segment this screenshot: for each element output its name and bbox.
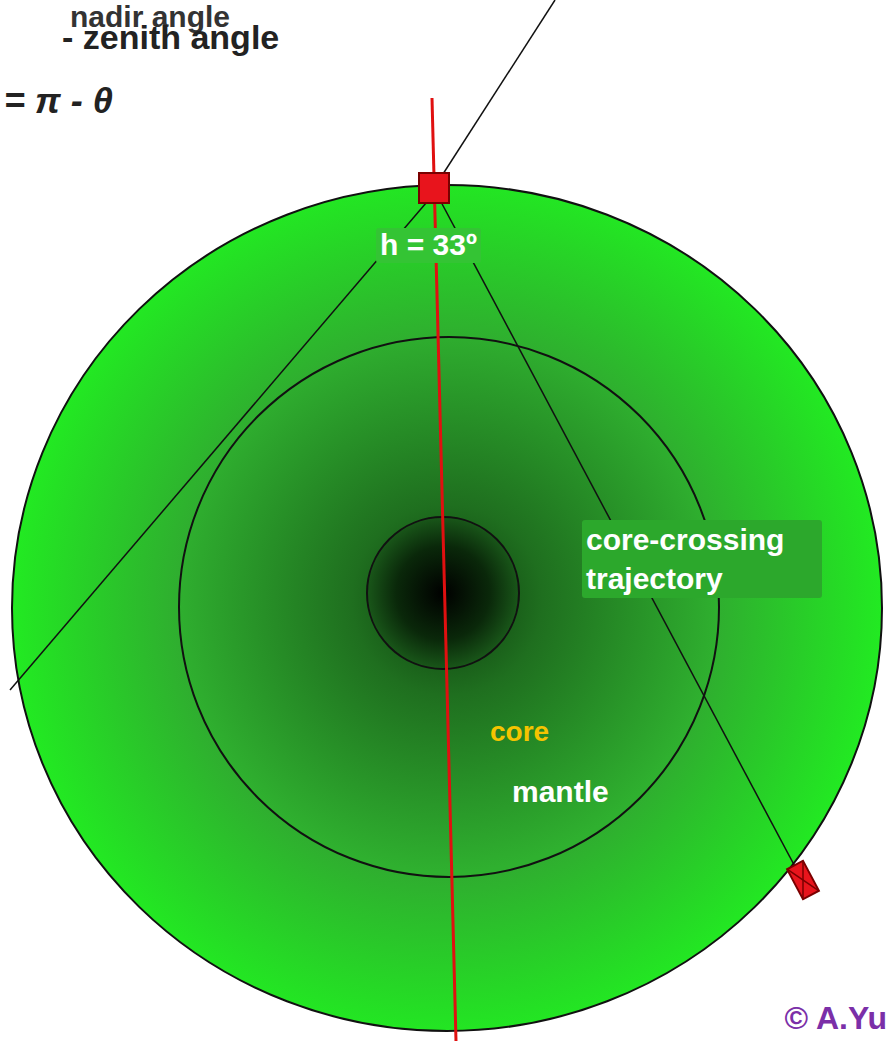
region-label: core — [490, 716, 549, 748]
earth-surface — [12, 185, 882, 1031]
copyright-label: © A.Yu — [785, 1000, 887, 1037]
detector — [787, 861, 819, 899]
trajectory-line — [434, 0, 555, 188]
detector — [419, 173, 449, 203]
trajectory-line — [10, 196, 432, 690]
trajectory-label: core-crossing trajectory — [582, 520, 822, 598]
angle-value: h = 33º — [376, 228, 481, 263]
region-label: mantle — [512, 775, 609, 810]
formula-label: = π - θ — [4, 80, 113, 121]
angle-label: - zenith angle — [62, 18, 279, 57]
